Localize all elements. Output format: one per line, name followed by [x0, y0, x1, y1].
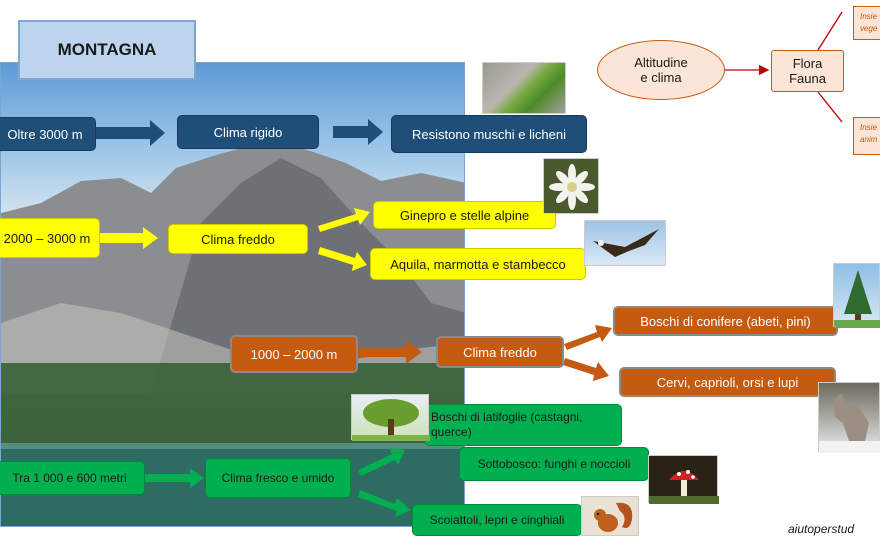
altitude-alpine: 2000 – 3000 m: [0, 218, 100, 258]
climate-high: Clima rigido: [177, 115, 319, 149]
eagle-icon: [584, 220, 666, 266]
vegetation-line-2: vege: [860, 24, 878, 33]
altitude-middle: 1000 – 2000 m: [230, 335, 358, 373]
cause-ellipse: Altitudine e clima: [597, 40, 725, 100]
cause-line-2: e clima: [640, 70, 682, 85]
climate-alpine: Clima freddo: [168, 224, 308, 254]
altitude-high: Oltre 3000 m: [0, 117, 96, 151]
fauna-middle: Cervi, caprioli, orsi e lupi: [619, 367, 836, 397]
undergrowth-low: Sottobosco: funghi e noccioli: [459, 447, 649, 481]
vegetation-set-box: Insie vege: [853, 6, 880, 40]
effect-line-1: Flora: [792, 56, 823, 71]
edelweiss-icon: [543, 158, 599, 214]
animal-set-box: Insie anim: [853, 117, 880, 155]
arrow-green-3: [358, 490, 411, 517]
line-to-bottom: [817, 91, 843, 123]
fir-tree-icon: [833, 263, 880, 328]
deciduous-tree-icon: [351, 394, 430, 441]
arrow-green-2: [358, 448, 405, 476]
flora-middle: Boschi di conifere (abeti, pini): [613, 306, 838, 336]
arrow-yellow-3: [318, 247, 367, 271]
arrow-blue-2: [333, 119, 383, 145]
arrow-yellow-2: [318, 208, 370, 232]
arrow-orange-1: [358, 340, 422, 364]
arrow-green-1: [145, 468, 204, 488]
moss-photo-icon: [482, 62, 566, 114]
life-high: Resistono muschi e licheni: [391, 115, 587, 153]
fauna-low: Scoiattoli, lepri e cinghiali: [412, 504, 582, 536]
arrow-yellow-1: [100, 227, 158, 249]
effect-box: Flora Fauna: [771, 50, 844, 92]
wolf-icon: [818, 382, 880, 453]
flora-low: Boschi di latifoglie (castagni, querce): [424, 404, 622, 446]
arrow-blue-1: [96, 120, 165, 146]
site-watermark: aiutoperstud: [788, 522, 855, 536]
arrow-orange-2: [564, 325, 612, 350]
flora-alpine: Ginepro e stelle alpine: [373, 201, 556, 229]
vegetation-line-1: Insie: [860, 12, 877, 21]
animal-line-1: Insie: [860, 123, 877, 132]
arrow-orange-3: [563, 358, 609, 381]
climate-middle: Clima freddo: [436, 336, 564, 368]
cause-line-1: Altitudine: [634, 55, 688, 70]
squirrel-icon: [581, 496, 639, 536]
effect-line-2: Fauna: [789, 71, 826, 86]
altitude-low: Tra 1 000 e 600 metri: [0, 461, 145, 495]
climate-low: Clima fresco e umido: [205, 458, 351, 498]
line-to-top: [817, 11, 843, 51]
fauna-alpine: Aquila, marmotta e stambecco: [370, 248, 586, 280]
page-title: MONTAGNA: [18, 20, 196, 80]
mushroom-icon: [648, 455, 719, 504]
animal-line-2: anim: [860, 135, 878, 144]
